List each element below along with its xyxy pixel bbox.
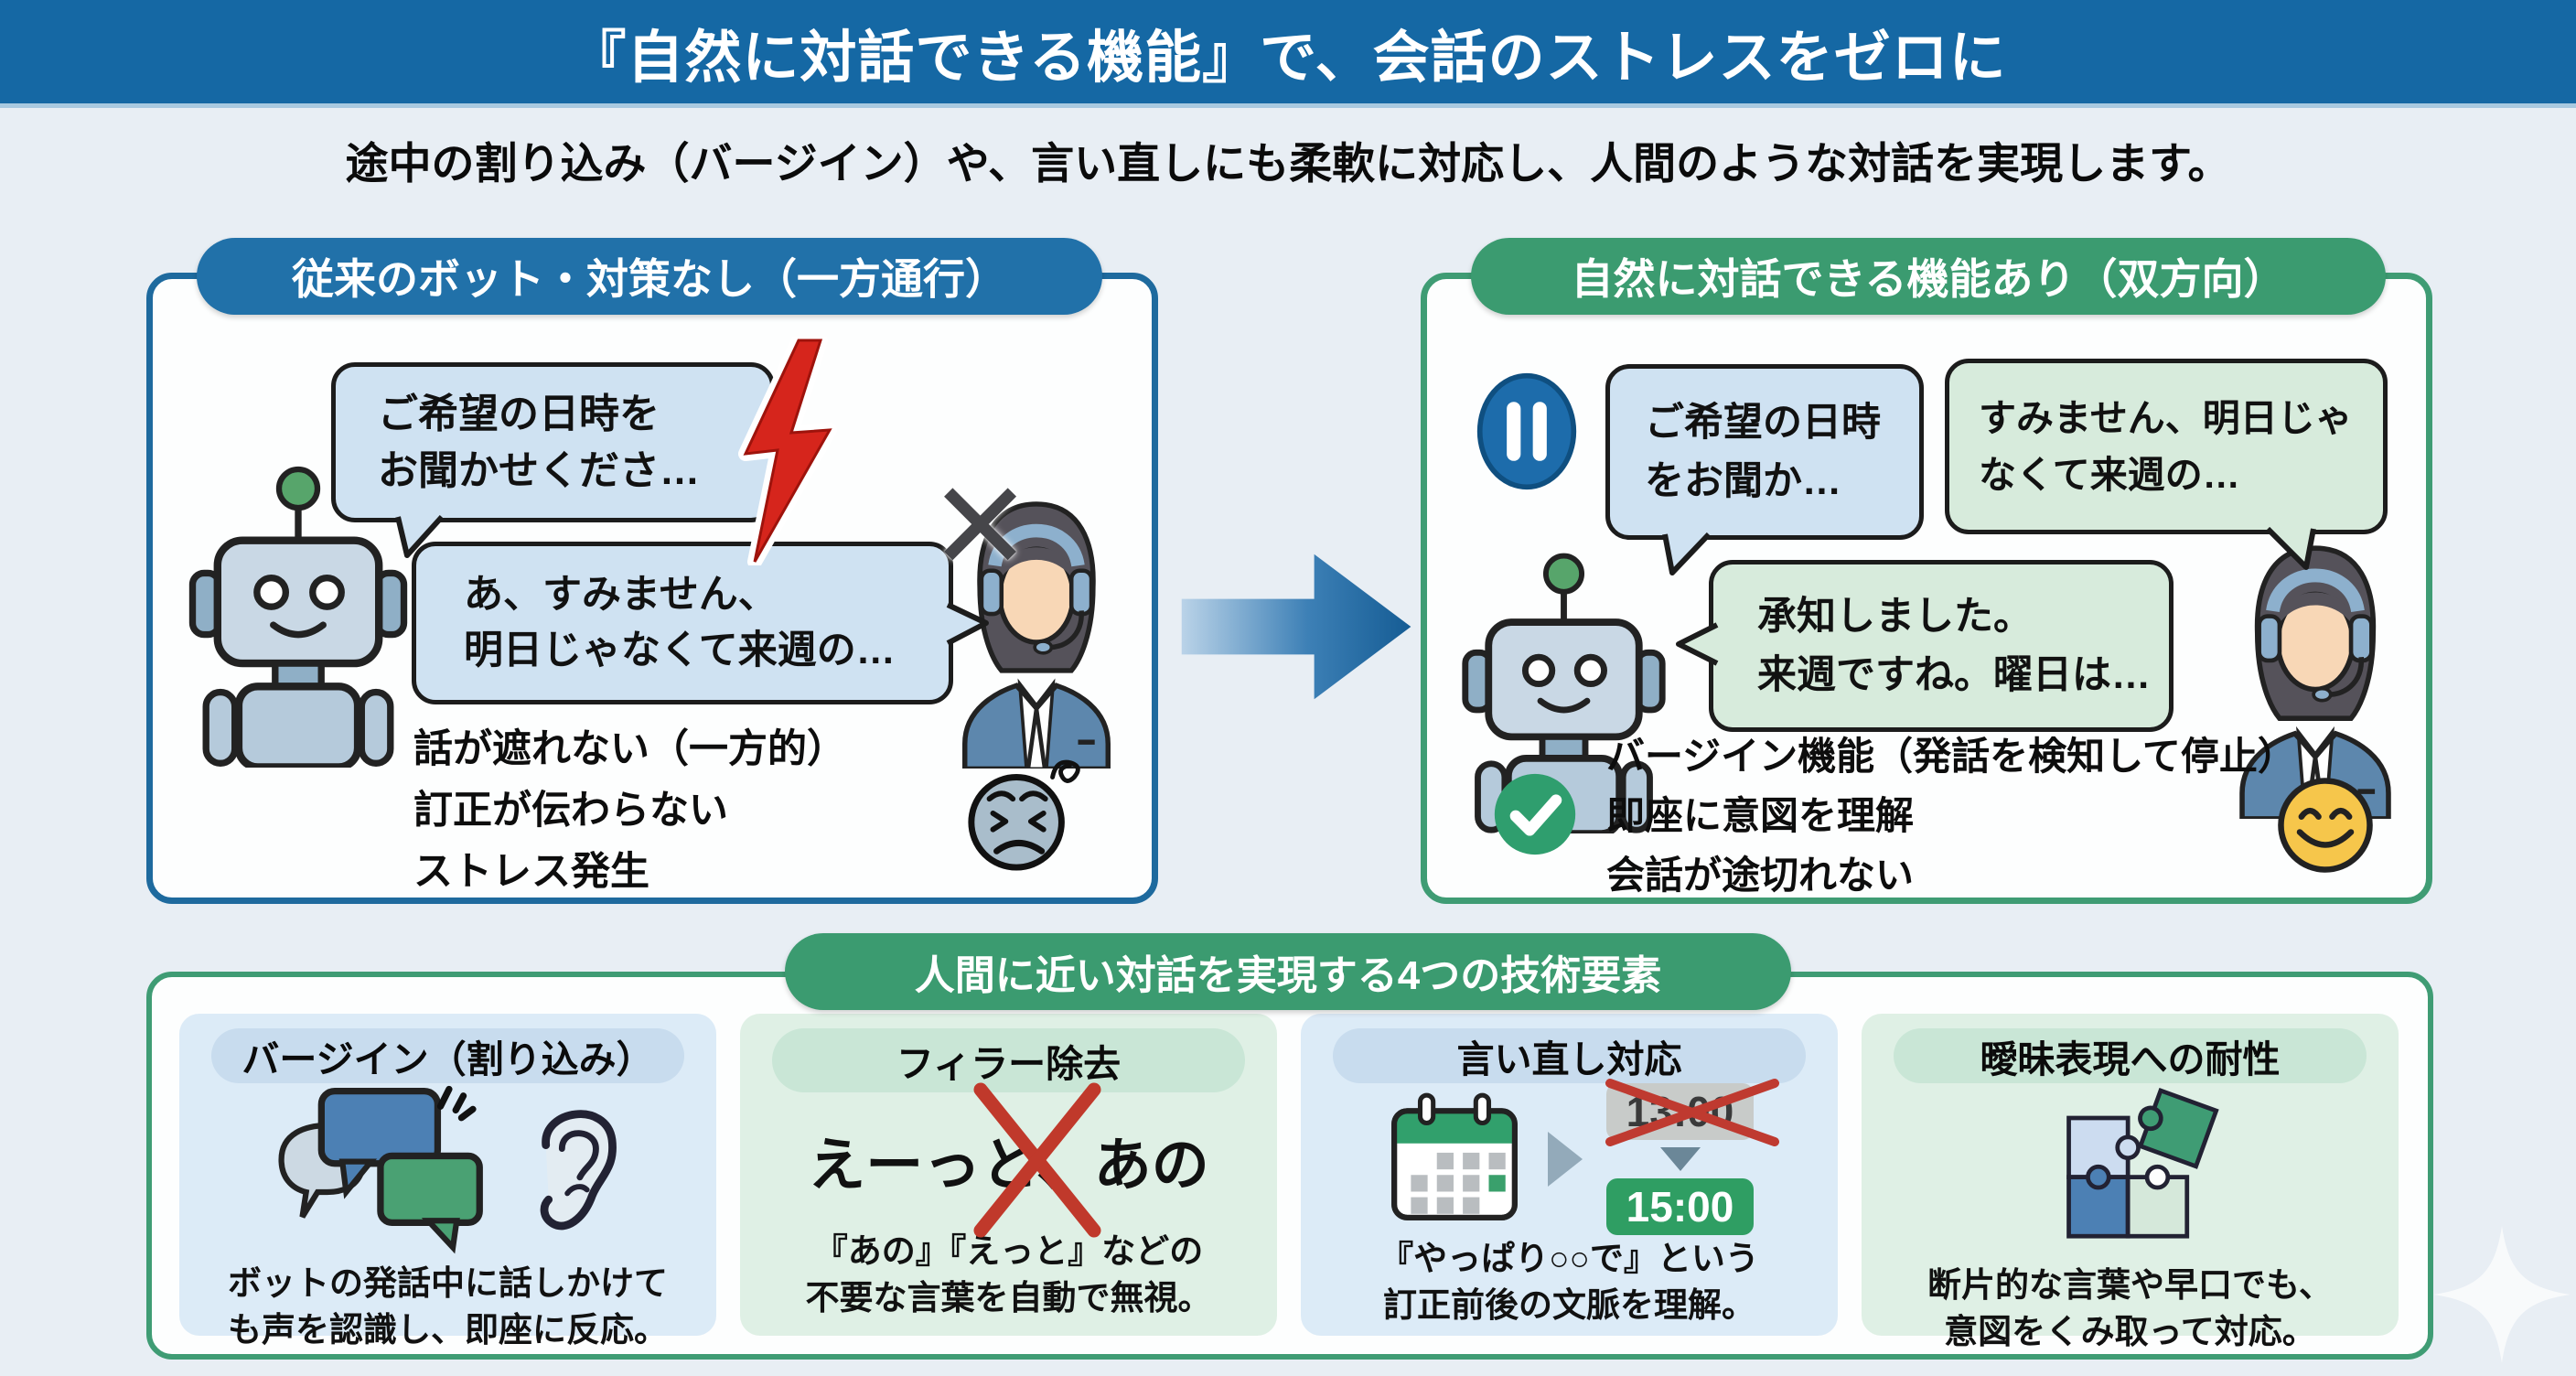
card-barge-in-desc-line2: も声を認識し、即座に反応。: [228, 1311, 668, 1349]
red-x-icon: [1605, 1079, 1779, 1146]
filler-example-text: えーっ と、 あの: [808, 1082, 1209, 1238]
right-note-1: バージイン機能（発話を検知して停止）: [1606, 735, 2296, 778]
card-filler-desc-line1: 『あの』『えっと』などの: [813, 1232, 1204, 1270]
card-barge-in-desc: ボットの発話中に話しかけて も声を認識し、即座に反応。: [228, 1260, 668, 1368]
puzzle-icon: [2039, 1083, 2222, 1262]
right-note-2: 即座に意図を理解: [1606, 794, 1915, 837]
new-time-chip: 15:00: [1605, 1178, 1755, 1235]
left-bot-bubble-line1: ご希望の日時を: [378, 391, 660, 436]
card-restatement-body: 13:00 15:00: [1301, 1079, 1838, 1235]
sparkle-icon: [2433, 1226, 2571, 1368]
left-note-3: ストレス発生: [413, 850, 649, 894]
old-time-chip: 13:00: [1605, 1079, 1779, 1146]
left-bot-bubble: ご希望の日時を お聞かせくださ…: [331, 362, 775, 558]
card-barge-in-title: バージイン（割り込み）: [211, 1028, 684, 1083]
card-filler-removal-body: えーっ と、 あの: [740, 1082, 1277, 1238]
left-user-bubble: あ、すみません、 明日じゃなくて来週の…: [412, 542, 989, 704]
filler-example-post: あの: [1093, 1133, 1209, 1198]
card-ambiguity-desc: 断片的な言葉や早口でも、 意図をくみ取って対応。: [1927, 1262, 2333, 1370]
right-benefit-notes: バージイン機能（発話を検知して停止） 即座に意図を理解 会話が途切れない: [1606, 726, 2296, 905]
card-barge-in-body: [179, 1083, 716, 1260]
left-panel-header: 従来のボット・対策なし（一方通行）: [197, 238, 1102, 315]
left-bot-bubble-line2: お聞かせくださ…: [378, 447, 700, 493]
bubble-tail: [2265, 527, 2316, 570]
right-bot-bubble-line1: ご希望の日時: [1645, 401, 1881, 445]
left-user-bubble-line2: 明日じゃなくて来週の…: [464, 629, 896, 672]
check-icon: [1491, 770, 1579, 863]
card-ambiguity-desc-line2: 意図をくみ取って対応。: [1944, 1313, 2316, 1350]
card-filler-removal-desc: 『あの』『えっと』などの 不要な言葉を自動で無視。: [806, 1228, 1212, 1336]
bubble-tail: [1662, 532, 1712, 575]
operator-icon: [2230, 538, 2400, 823]
down-arrow-icon: [1659, 1147, 1701, 1171]
card-restatement-title: 言い直し対応: [1333, 1028, 1806, 1083]
calendar-icon: [1385, 1088, 1524, 1231]
tech-elements-header: 人間に近い対話を実現する4つの技術要素: [785, 933, 1791, 1010]
lightning-icon: [727, 333, 846, 570]
right-note-3: 会話が途切れない: [1606, 854, 1915, 897]
card-ambiguity: 曖昧表現への耐性 断片的な言葉や早口でも、 意図をくみ: [1862, 1014, 2399, 1350]
card-filler-removal-title: フィラー除去: [772, 1028, 1245, 1092]
card-restatement-desc-line2: 訂正前後の文脈を理解。: [1382, 1286, 1755, 1324]
bubble-tail: [1676, 622, 1719, 666]
right-bot-reply-line1: 承知しました。: [1757, 595, 2033, 639]
right-user-bubble-line2: なくて来週の…: [1979, 454, 2240, 496]
left-note-2: 訂正が伝わらない: [413, 789, 728, 833]
left-user-bubble-line1: あ、すみません、: [464, 573, 778, 617]
right-arrow-icon: [1180, 542, 1416, 716]
speech-bubbles-icon: [268, 1083, 497, 1260]
banner: 『自然に対話できる機能』で、会話のストレスをゼロに: [0, 0, 2576, 108]
right-bot-bubble-line2: をお聞か…: [1645, 459, 1841, 503]
left-problem-notes: 話が遮れない（一方的） 訂正が伝わらない ストレス発生: [413, 719, 846, 903]
red-x-icon: [973, 1082, 1101, 1238]
new-time-text: 15:00: [1626, 1183, 1734, 1231]
operator-icon: [953, 494, 1120, 773]
smiley-face-icon: [2274, 774, 2377, 881]
card-filler-removal: フィラー除去 えーっ と、 あの 『あの』『えっと』などの 不要な言葉を自動で無…: [740, 1014, 1277, 1336]
time-change: 13:00 15:00: [1605, 1079, 1779, 1235]
right-bot-reply-bubble: 承知しました。 来週ですね。曜日は…: [1676, 560, 2174, 732]
card-barge-in-desc-line1: ボットの発話中に話しかけて: [228, 1264, 668, 1302]
right-panel-header: 自然に対話できる機能あり（双方向）: [1471, 238, 2386, 315]
card-restatement: 言い直し対応: [1301, 1014, 1838, 1336]
card-ambiguity-desc-line1: 断片的な言葉や早口でも、: [1927, 1266, 2333, 1304]
right-user-bubble-line1: すみません、明日じゃ: [1979, 397, 2353, 439]
left-note-1: 話が遮れない（一方的）: [413, 727, 846, 771]
card-restatement-desc: 『やっぱり○○で』という 訂正前後の文脈を理解。: [1379, 1235, 1759, 1343]
pause-icon: [1475, 371, 1579, 497]
filler-example-pre: えーっ: [808, 1133, 982, 1198]
right-bot-bubble: ご希望の日時 をお聞か…: [1605, 364, 1924, 575]
robot-icon: [183, 450, 413, 772]
right-user-bubble: すみません、明日じゃ なくて来週の…: [1945, 359, 2388, 570]
filler-struck-word: と、: [973, 1082, 1101, 1238]
right-bot-reply-line2: 来週ですね。曜日は…: [1757, 653, 2151, 697]
distressed-face-icon: [962, 741, 1089, 881]
ear-icon: [521, 1093, 628, 1250]
card-barge-in: バージイン（割り込み） ボットの: [179, 1014, 716, 1349]
transition-arrow-icon: [1547, 1132, 1583, 1187]
bubble-tail: [395, 515, 445, 558]
bubble-tail: [946, 602, 989, 646]
card-filler-desc-line2: 不要な言葉を自動で無視。: [805, 1279, 1212, 1317]
card-ambiguity-body: [1862, 1083, 2399, 1262]
subtitle: 途中の割り込み（バージイン）や、言い直しにも柔軟に対応し、人間のような対話を実現…: [345, 139, 2231, 188]
card-restatement-desc-line1: 『やっぱり○○で』という: [1379, 1240, 1759, 1277]
card-ambiguity-title: 曖昧表現への耐性: [1894, 1028, 2367, 1083]
page-title: 『自然に対話できる機能』で、会話のストレスをゼロに: [569, 26, 2007, 90]
conflict-x-mark: ✕: [928, 457, 1033, 596]
